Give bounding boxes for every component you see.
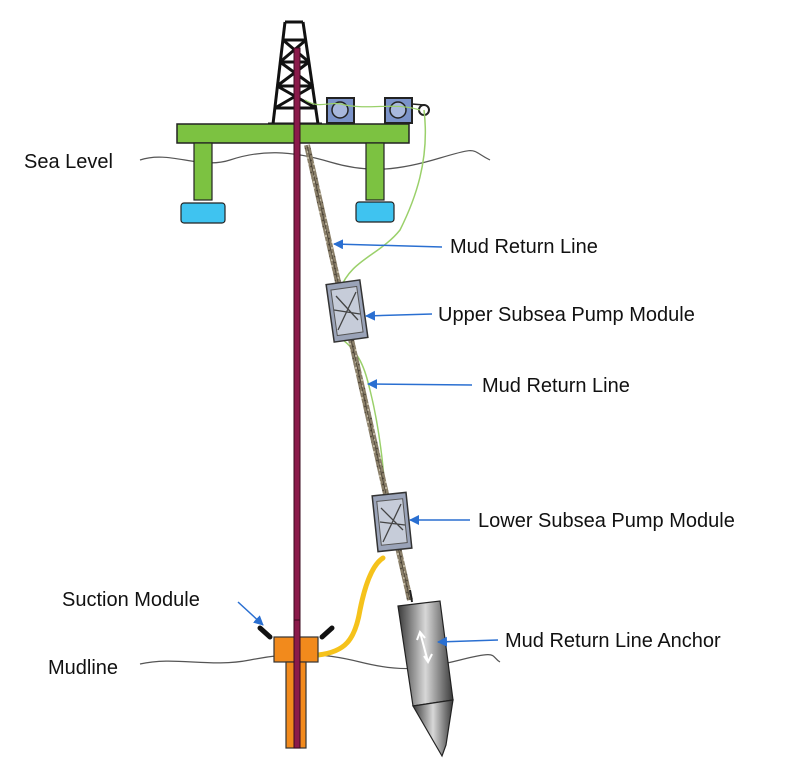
mud-return-line-anchor bbox=[397, 589, 454, 758]
platform-leg-right bbox=[365, 142, 385, 201]
winch-drum-1 bbox=[326, 97, 355, 124]
upper-pump-module bbox=[325, 279, 369, 343]
pontoon-left bbox=[180, 202, 226, 224]
label-mud-return-line-mid: Mud Return Line bbox=[482, 375, 630, 397]
umbilical-line-2 bbox=[304, 99, 421, 111]
winch-drum-2 bbox=[384, 97, 413, 124]
label-anchor: Mud Return Line Anchor bbox=[505, 630, 721, 652]
arrow-upper-pump bbox=[365, 310, 433, 321]
platform-leg-left bbox=[193, 142, 213, 201]
label-mud-return-line-upper: Mud Return Line bbox=[450, 236, 598, 258]
label-sea-level: Sea Level bbox=[24, 151, 113, 173]
label-mudline: Mudline bbox=[48, 657, 118, 679]
arrow-mud-return-line-upper bbox=[333, 239, 443, 250]
lower-pump-module bbox=[371, 491, 413, 553]
sea-level-wave bbox=[139, 150, 491, 170]
arrow-anchor bbox=[437, 636, 499, 647]
label-suction-module: Suction Module bbox=[62, 589, 200, 611]
pontoon-right bbox=[355, 201, 395, 223]
mudline-wave bbox=[139, 653, 501, 670]
sheave-wheel bbox=[411, 103, 430, 116]
platform-deck bbox=[176, 123, 410, 144]
arrow-mud-return-line-mid bbox=[367, 379, 473, 390]
arrow-suction-module bbox=[237, 601, 264, 626]
label-upper-pump-module: Upper Subsea Pump Module bbox=[438, 304, 695, 326]
label-lower-pump-module: Lower Subsea Pump Module bbox=[478, 510, 735, 532]
suction-hose bbox=[315, 555, 386, 658]
